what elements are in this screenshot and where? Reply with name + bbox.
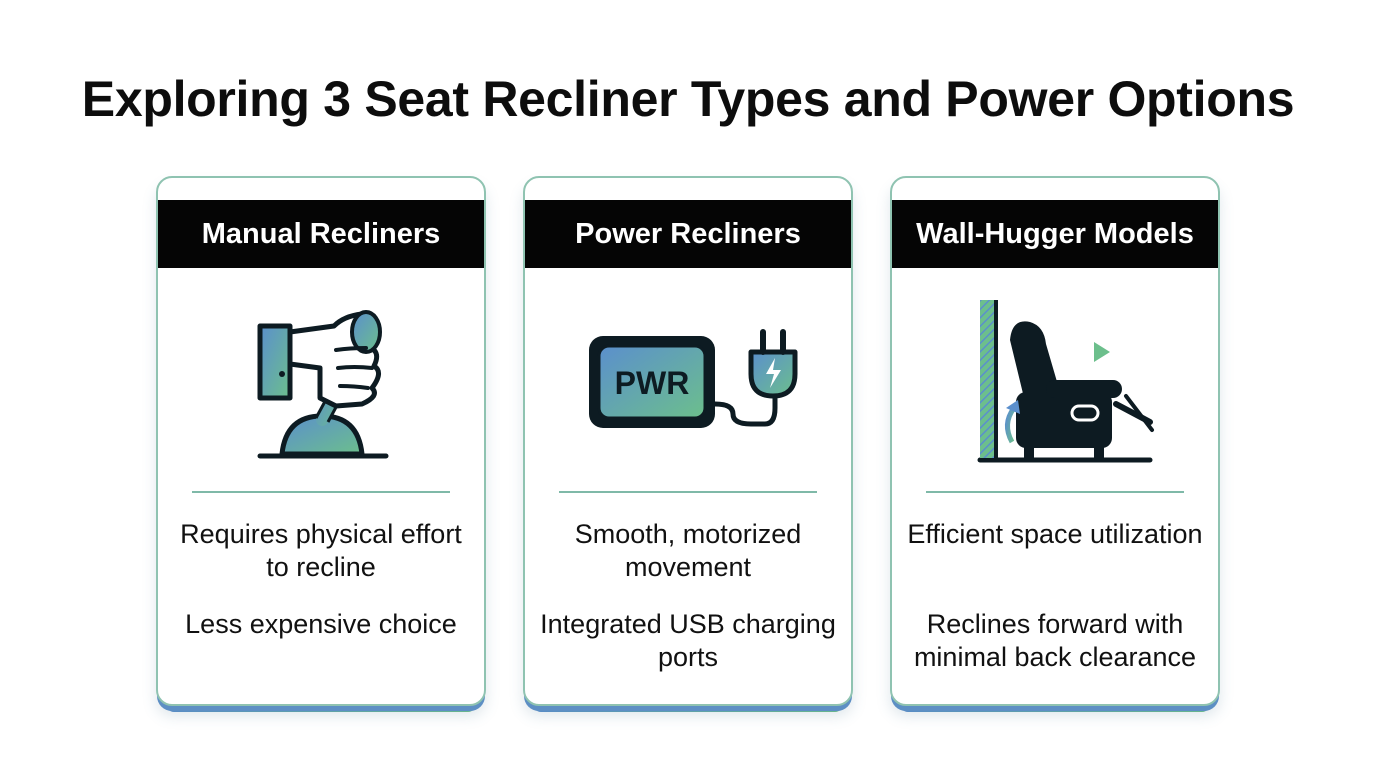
card-manual-recliners: Manual Recliners Requires physica (156, 176, 486, 712)
divider (559, 491, 817, 493)
feature-text: Reclines forward with minimal back clear… (913, 609, 1197, 672)
card-wall-hugger-models: Wall-Hugger Models (890, 176, 1220, 712)
feature-text: Requires physical effort to recline (180, 519, 462, 582)
wall-recliner-icon (977, 300, 1154, 463)
hand-lever-icon (257, 310, 389, 459)
divider (192, 491, 450, 493)
divider (926, 491, 1184, 493)
card-heading: Power Recliners (525, 200, 851, 268)
feature-text: Less expensive choice (185, 609, 457, 639)
card-heading: Wall-Hugger Models (892, 200, 1218, 268)
power-plug-icon: PWR (589, 329, 798, 428)
feature-text: Smooth, motorized movement (574, 519, 802, 582)
feature-text: Integrated USB charging ports (540, 609, 836, 672)
pwr-label: PWR (615, 365, 690, 401)
feature-text: Efficient space utilization (907, 519, 1203, 549)
card-power-recliners: Power Recliners PWR Smooth, motorized mo… (523, 176, 853, 712)
page-title: Exploring 3 Seat Recliner Types and Powe… (81, 71, 1295, 127)
card-heading: Manual Recliners (158, 200, 484, 268)
